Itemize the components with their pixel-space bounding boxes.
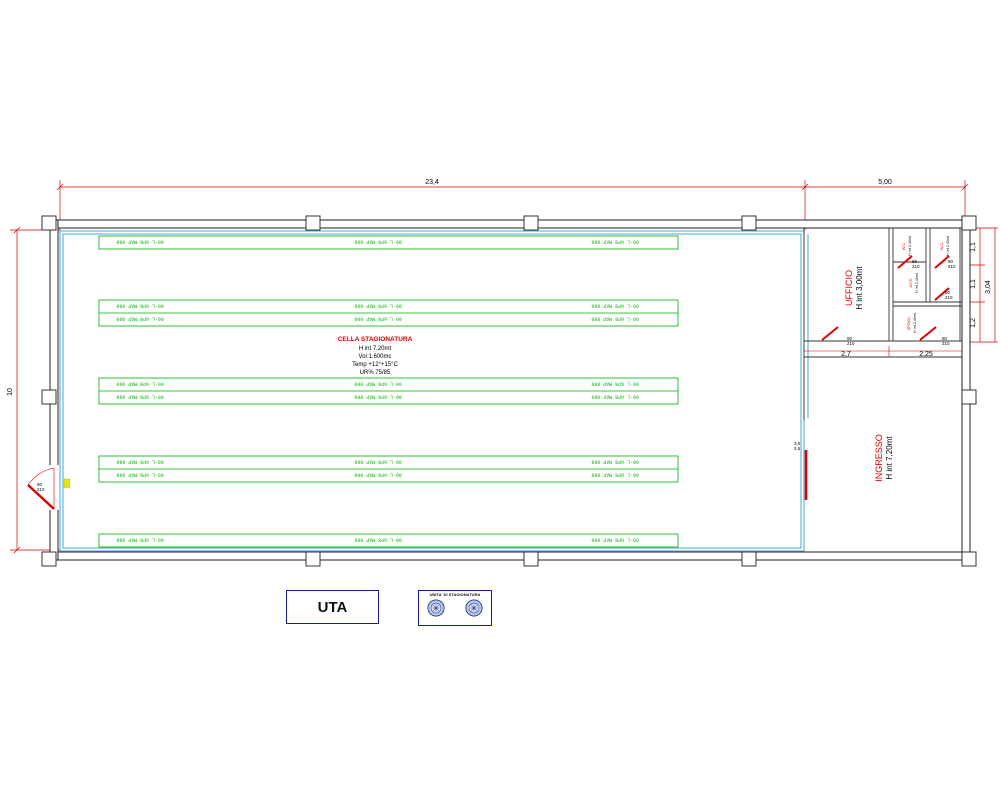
- office-door-size: 90: [847, 336, 853, 341]
- svg-text:80: 80: [948, 259, 954, 264]
- pillars: [41, 215, 977, 567]
- office-door: [821, 326, 839, 341]
- entry-door-swing: [27, 467, 55, 486]
- wc1-label: W.C.: [901, 242, 906, 251]
- svg-text:210: 210: [948, 264, 956, 269]
- office-dimensions: [804, 346, 962, 357]
- door-notes: 90 210 80 210 80 210 80 210 80 210 3,0 3…: [37, 259, 956, 492]
- dimension-top: [56, 180, 969, 230]
- dim-wc-total: 3,04: [985, 280, 992, 294]
- shelf-label: 00·L 6P8 MAP 000: [354, 394, 401, 400]
- shelf-rack: [98, 235, 679, 250]
- shelf-label: 00·L 6P8 MAP 000: [591, 239, 638, 245]
- shelf-label: 00·L 6P8 MAP 000: [591, 303, 638, 309]
- wc2-door: [934, 255, 950, 269]
- spogl-door: [919, 326, 937, 341]
- shelf-label: 00·L 6P8 MAP 000: [116, 316, 163, 322]
- shelf-label: 00·L 6P8 MAP 000: [354, 459, 401, 465]
- shelf-label: 00·L 6P8 MAP 000: [354, 472, 401, 478]
- cell-title: CELLA STAGIONATURA: [338, 336, 413, 343]
- dim-office-b: 2,25: [919, 351, 933, 358]
- shelf-label: 00·L 6P8 MAP 000: [116, 394, 163, 400]
- dim-office-a: 2,7: [841, 351, 851, 358]
- logo-caption: UNITA' DI STAGIONATURA: [429, 592, 481, 597]
- shelf-label: 00·L 6P8 MAP 000: [116, 303, 163, 309]
- antibagno-height: H int 2,40mt: [915, 273, 919, 292]
- shelf-label: 00·L 6P8 MAP 000: [591, 394, 638, 400]
- seal-right-icon: [465, 599, 483, 617]
- outer-walls: [49, 219, 971, 561]
- cell-door-size: 3,0: [794, 441, 801, 446]
- shelf-label: 00·L 6P8 MAP 000: [591, 316, 638, 322]
- shelf-label: 00·L 6P8 MAP 000: [354, 537, 401, 543]
- cell-line-1: H int 7,20mt: [359, 346, 392, 352]
- dim-wc-3: 1,2: [970, 318, 977, 328]
- svg-text:80: 80: [945, 290, 951, 295]
- shelf-label: 00·L 6P8 MAP 000: [354, 239, 401, 245]
- svg-text:80: 80: [912, 259, 918, 264]
- wc2-height: H int 2,40mt: [946, 236, 950, 255]
- shelf-label: 00·L 6P8 MAP 000: [354, 381, 401, 387]
- shelf-label: 00·L 6P8 MAP 000: [591, 381, 638, 387]
- uta-label: UTA: [317, 598, 348, 616]
- shelf-label: 00·L 6P8 MAP 000: [116, 459, 163, 465]
- ingresso-height: H int 7,20mt: [885, 436, 894, 480]
- anti-door: [934, 287, 950, 301]
- svg-text:210: 210: [942, 341, 950, 346]
- cell-line-3: Temp +12°+15°C: [352, 362, 398, 368]
- dim-wc-1: 1,1: [970, 242, 977, 252]
- spogl-label: SPOGL.: [906, 316, 911, 331]
- shelf-label: 00·L 6P8 MAP 000: [354, 316, 401, 322]
- dim-entry-length: 5,00: [878, 179, 892, 186]
- dimension-right: [965, 227, 998, 343]
- shelves-group: 00·L 6P8 MAP 000 00·L 6P8 MAP 000 00·L 6P8…: [98, 235, 679, 548]
- shelf-label: 00·L 6P8 MAP 000: [591, 537, 638, 543]
- dim-wc-2: 1,1: [970, 279, 977, 289]
- office-partitions: [803, 228, 962, 420]
- uta-label-box: UTA: [286, 590, 379, 624]
- entry-door-size: 90: [37, 482, 43, 487]
- dim-height: 10: [7, 388, 14, 396]
- shelf-label: 00·L 6P8 MAP 000: [591, 472, 638, 478]
- antibagno-label: ANTI: [908, 278, 913, 287]
- shelf-rack: [98, 533, 679, 548]
- ufficio-height: H int 3,00mt: [855, 266, 864, 310]
- shelf-label: 00·L 6P8 MAP 000: [354, 303, 401, 309]
- shelf-label: 00·L 6P8 MAP 000: [116, 537, 163, 543]
- cell-line-2: Vol 1.600mc: [358, 354, 391, 360]
- shelf-label: 00·L 6P8 MAP 000: [116, 472, 163, 478]
- shelf-label: 00·L 6P8 MAP 000: [591, 459, 638, 465]
- dim-total-length: 23,4: [425, 179, 439, 186]
- cell-line-4: UR% 75/85: [360, 370, 391, 376]
- wc1-door: [897, 255, 913, 269]
- logo-box: UNITA' DI STAGIONATURA: [418, 590, 492, 626]
- shelf-label: 00·L 6P8 MAP 000: [116, 239, 163, 245]
- entry-door: [27, 484, 55, 510]
- svg-text:210: 210: [847, 341, 855, 346]
- seal-left-icon: [427, 599, 445, 617]
- ingresso-title: INGRESSO: [874, 434, 884, 482]
- spogl-door-size: 80: [942, 336, 948, 341]
- exit-sign-icon: [63, 478, 71, 489]
- ufficio-title: UFFICIO: [844, 270, 854, 306]
- svg-text:3,5: 3,5: [794, 446, 801, 451]
- spogl-height: H int 2,40mt: [913, 313, 917, 332]
- svg-text:210: 210: [912, 264, 920, 269]
- svg-text:210: 210: [945, 295, 953, 300]
- shelf-label: 00·L 6P8 MAP 000: [116, 381, 163, 387]
- svg-text:210: 210: [37, 487, 45, 492]
- doors: [27, 255, 950, 510]
- wc1-height: H int 2,40mt: [908, 236, 912, 255]
- wc2-label: W.C.: [939, 242, 944, 251]
